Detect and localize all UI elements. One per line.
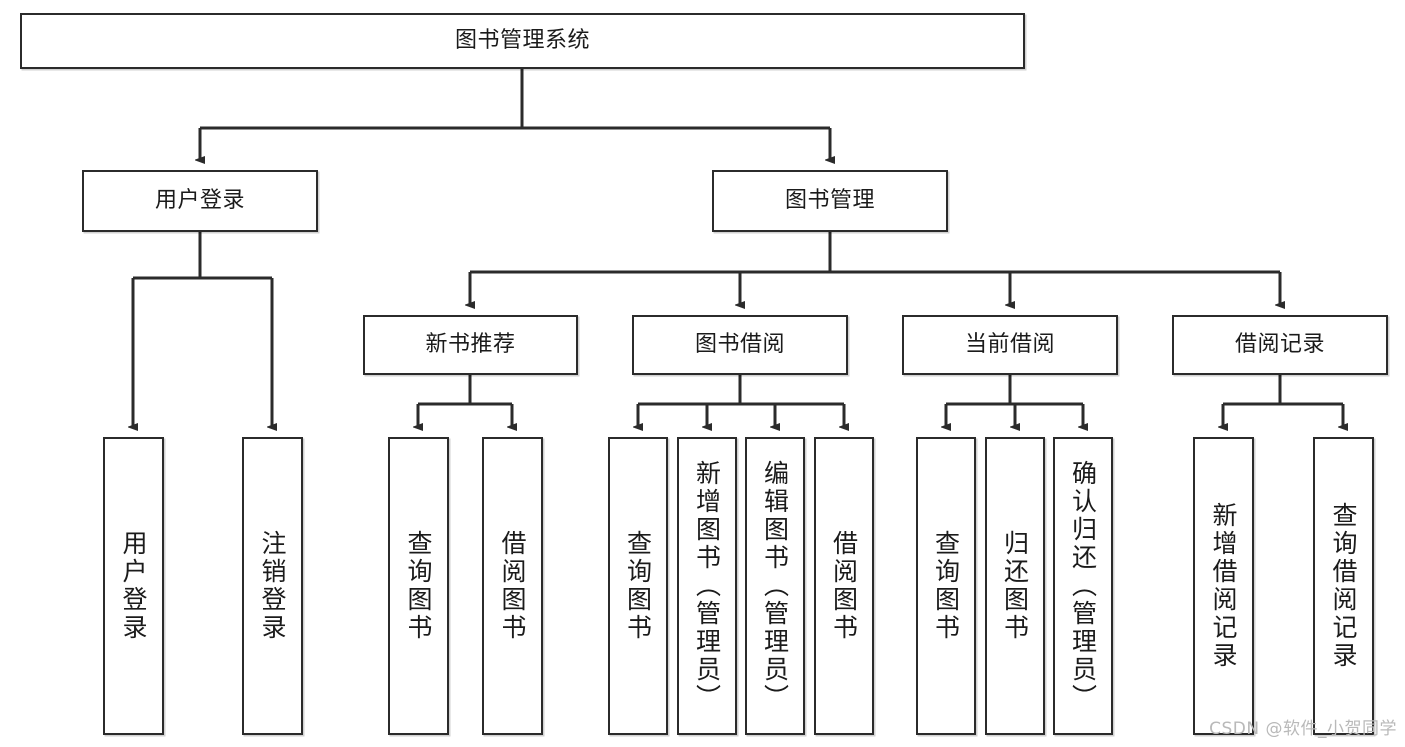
node-new-book-rec-label: 新书推荐 bbox=[425, 332, 516, 358]
node-root-label: 图书管理系统 bbox=[454, 28, 590, 54]
node-leaf-return-book-label: 归还图书 bbox=[1000, 530, 1030, 642]
node-leaf-return-book[interactable]: 归还图书 bbox=[985, 437, 1045, 735]
node-leaf-add-record[interactable]: 新增借阅记录 bbox=[1193, 437, 1254, 735]
node-leaf-add-record-label: 新增借阅记录 bbox=[1209, 502, 1238, 670]
node-leaf-query-book-1[interactable]: 查询图书 bbox=[388, 437, 449, 735]
node-leaf-query-book-2-label: 查询图书 bbox=[623, 530, 653, 642]
node-leaf-query-book-3[interactable]: 查询图书 bbox=[916, 437, 976, 735]
node-leaf-query-record-label: 查询借阅记录 bbox=[1329, 502, 1358, 670]
node-borrow-record-label: 借阅记录 bbox=[1234, 332, 1325, 358]
node-current-borrow[interactable]: 当前借阅 bbox=[902, 315, 1118, 375]
node-user-login[interactable]: 用户登录 bbox=[82, 170, 318, 232]
node-leaf-add-book[interactable]: 新增图书（管理员） bbox=[677, 437, 737, 735]
node-leaf-query-record[interactable]: 查询借阅记录 bbox=[1313, 437, 1374, 735]
node-borrow-record[interactable]: 借阅记录 bbox=[1172, 315, 1388, 375]
node-user-login-label: 用户登录 bbox=[154, 188, 245, 214]
watermark-text: CSDN @软件_小贺同学 bbox=[1209, 719, 1397, 739]
node-leaf-user-logout[interactable]: 注销登录 bbox=[242, 437, 303, 735]
node-book-manage-label: 图书管理 bbox=[784, 188, 875, 214]
node-leaf-borrow-book-1[interactable]: 借阅图书 bbox=[482, 437, 543, 735]
node-leaf-user-login[interactable]: 用户登录 bbox=[103, 437, 164, 735]
node-book-manage[interactable]: 图书管理 bbox=[712, 170, 948, 232]
node-current-borrow-label: 当前借阅 bbox=[964, 332, 1055, 358]
node-leaf-user-login-label: 用户登录 bbox=[119, 530, 148, 642]
node-leaf-add-book-label: 新增图书（管理员） bbox=[692, 460, 722, 712]
node-leaf-borrow-book-1-label: 借阅图书 bbox=[498, 530, 527, 642]
node-leaf-user-logout-label: 注销登录 bbox=[258, 530, 287, 642]
node-leaf-confirm-return[interactable]: 确认归还（管理员） bbox=[1053, 437, 1113, 735]
node-leaf-borrow-book-2-label: 借阅图书 bbox=[829, 530, 859, 642]
node-leaf-query-book-3-label: 查询图书 bbox=[931, 530, 961, 642]
node-leaf-edit-book-label: 编辑图书（管理员） bbox=[760, 460, 790, 712]
node-book-borrow[interactable]: 图书借阅 bbox=[632, 315, 848, 375]
node-root-system[interactable]: 图书管理系统 bbox=[20, 13, 1025, 69]
node-book-borrow-label: 图书借阅 bbox=[694, 332, 785, 358]
node-leaf-confirm-return-label: 确认归还（管理员） bbox=[1068, 460, 1098, 712]
node-leaf-borrow-book-2[interactable]: 借阅图书 bbox=[814, 437, 874, 735]
node-leaf-query-book-1-label: 查询图书 bbox=[404, 530, 433, 642]
node-leaf-edit-book[interactable]: 编辑图书（管理员） bbox=[745, 437, 805, 735]
node-leaf-query-book-2[interactable]: 查询图书 bbox=[608, 437, 668, 735]
node-new-book-rec[interactable]: 新书推荐 bbox=[363, 315, 578, 375]
